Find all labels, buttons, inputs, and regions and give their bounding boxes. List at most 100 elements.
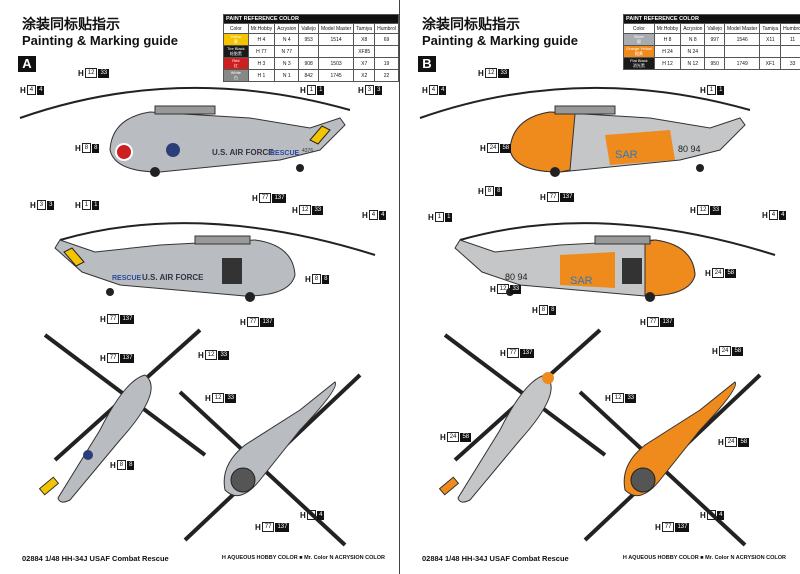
callout-hobby-number: 12 bbox=[611, 393, 625, 403]
callout-hobby-number: 4 bbox=[368, 210, 379, 220]
callout-mrcolor-number: 4 bbox=[379, 210, 387, 220]
orange-band bbox=[605, 130, 675, 165]
color-name-cn: 黄 bbox=[233, 39, 238, 44]
nose-underside bbox=[230, 467, 256, 493]
callout-mrcolor-number: 137 bbox=[560, 192, 575, 202]
callout-hobby-number: 77 bbox=[646, 317, 660, 327]
callout-hobby-number: 4 bbox=[706, 510, 717, 520]
callout-h: H bbox=[700, 85, 706, 95]
callout-mrcolor-number: 137 bbox=[675, 522, 690, 532]
paint-code-hu: 33 bbox=[780, 57, 800, 70]
wheel bbox=[245, 292, 255, 302]
paint-code-mr: H 4 bbox=[247, 33, 276, 46]
callout-hobby-number: 24 bbox=[711, 268, 725, 278]
color-name-cn: 消光黑 bbox=[632, 63, 645, 68]
color-name: Silver bbox=[633, 34, 644, 39]
rotor-hub bbox=[554, 105, 616, 115]
scheme-b-illustrations: SAR 80 94 80 94 SAR bbox=[419, 86, 776, 547]
legend: H AQUEOUS HOBBY COLOR ■ Mr. Color N ACRY… bbox=[222, 555, 385, 561]
rotor-hub bbox=[154, 105, 216, 115]
rotor-hub bbox=[594, 235, 651, 245]
callout-hobby-number: 8 bbox=[484, 186, 495, 196]
callout-hobby-number: 77 bbox=[106, 314, 120, 324]
legend-dot-text: Mr. Color bbox=[304, 555, 328, 561]
callout-hobby-number: 12 bbox=[211, 393, 225, 403]
callout-hobby-number: 12 bbox=[298, 205, 312, 215]
callout-mrcolor-number: 58 bbox=[738, 437, 750, 447]
callout-hobby-number: 12 bbox=[696, 205, 710, 215]
callout-h: H bbox=[540, 192, 546, 202]
callout-h: H bbox=[75, 200, 81, 210]
callout-h: H bbox=[75, 143, 81, 153]
callout-h: H bbox=[100, 314, 106, 324]
legend-dot: ■ bbox=[299, 555, 303, 561]
main-rotor-blade-side bbox=[419, 86, 751, 119]
callout-h: H bbox=[480, 143, 486, 153]
callout-mrcolor-number: 58 bbox=[500, 143, 512, 153]
title-english: Painting & Marking guide bbox=[22, 33, 179, 48]
scheme-badge: B bbox=[418, 56, 436, 72]
callout-h: H bbox=[705, 268, 711, 278]
callout-hobby-number: 77 bbox=[661, 522, 675, 532]
callout-mrcolor-number: 33 bbox=[710, 205, 722, 215]
callout-mrcolor-number: 137 bbox=[260, 317, 275, 327]
paint-code-ac: N 8 bbox=[680, 33, 706, 46]
callout-hobby-number: 3 bbox=[36, 200, 47, 210]
tail-yellow-band bbox=[309, 125, 331, 145]
footer-text: 02884 1/48 HH-34J USAF Combat Rescue bbox=[22, 554, 169, 563]
callout-hobby-number: 1 bbox=[434, 212, 445, 222]
callout-mrcolor-number: 33 bbox=[98, 68, 110, 78]
callout-h: H bbox=[478, 186, 484, 196]
callout-hobby-number: 24 bbox=[724, 437, 738, 447]
callout-mrcolor-number: 8 bbox=[322, 274, 330, 284]
color-name-cn: 轮胎黑 bbox=[229, 51, 242, 56]
callout-mrcolor-number: 33 bbox=[218, 350, 230, 360]
color-name: Flat Black bbox=[630, 58, 648, 63]
callout-hobby-number: 1 bbox=[81, 200, 92, 210]
callout-h: H bbox=[490, 284, 496, 294]
callout-hobby-number: 8 bbox=[81, 143, 92, 153]
callout-hobby-number: 12 bbox=[484, 68, 498, 78]
callout-hobby-number: 4 bbox=[768, 210, 779, 220]
side-text-number: 80 94 bbox=[678, 144, 701, 154]
callout-mrcolor-number: 8 bbox=[127, 460, 135, 470]
legend-h: H bbox=[622, 555, 627, 561]
callout-hobby-number: 12 bbox=[204, 350, 218, 360]
fuselage-bottom bbox=[223, 381, 337, 497]
legend: H AQUEOUS HOBBY COLOR ■ Mr. Color N ACRY… bbox=[623, 555, 786, 561]
callout-h: H bbox=[30, 200, 36, 210]
callout-h: H bbox=[700, 510, 706, 520]
side-text-rescue: RESCUE bbox=[112, 275, 142, 282]
title-chinese: 涂装同标贴指示 bbox=[422, 17, 520, 33]
fuselage-bottom bbox=[623, 381, 737, 497]
legend-n-text: ACRYSION COLOR bbox=[735, 555, 786, 561]
nose-red-marking bbox=[115, 143, 133, 161]
wheel bbox=[550, 167, 560, 177]
nose-orange bbox=[509, 111, 576, 173]
callout-h: H bbox=[20, 85, 26, 95]
scheme-a-illustrations: U.S. AIR FORCE RESCUE 4376 RESCUE U.S. A… bbox=[19, 86, 376, 547]
color-name: Red bbox=[232, 58, 240, 63]
nose-orange-top bbox=[542, 372, 554, 384]
scheme-badge: A bbox=[18, 56, 36, 72]
